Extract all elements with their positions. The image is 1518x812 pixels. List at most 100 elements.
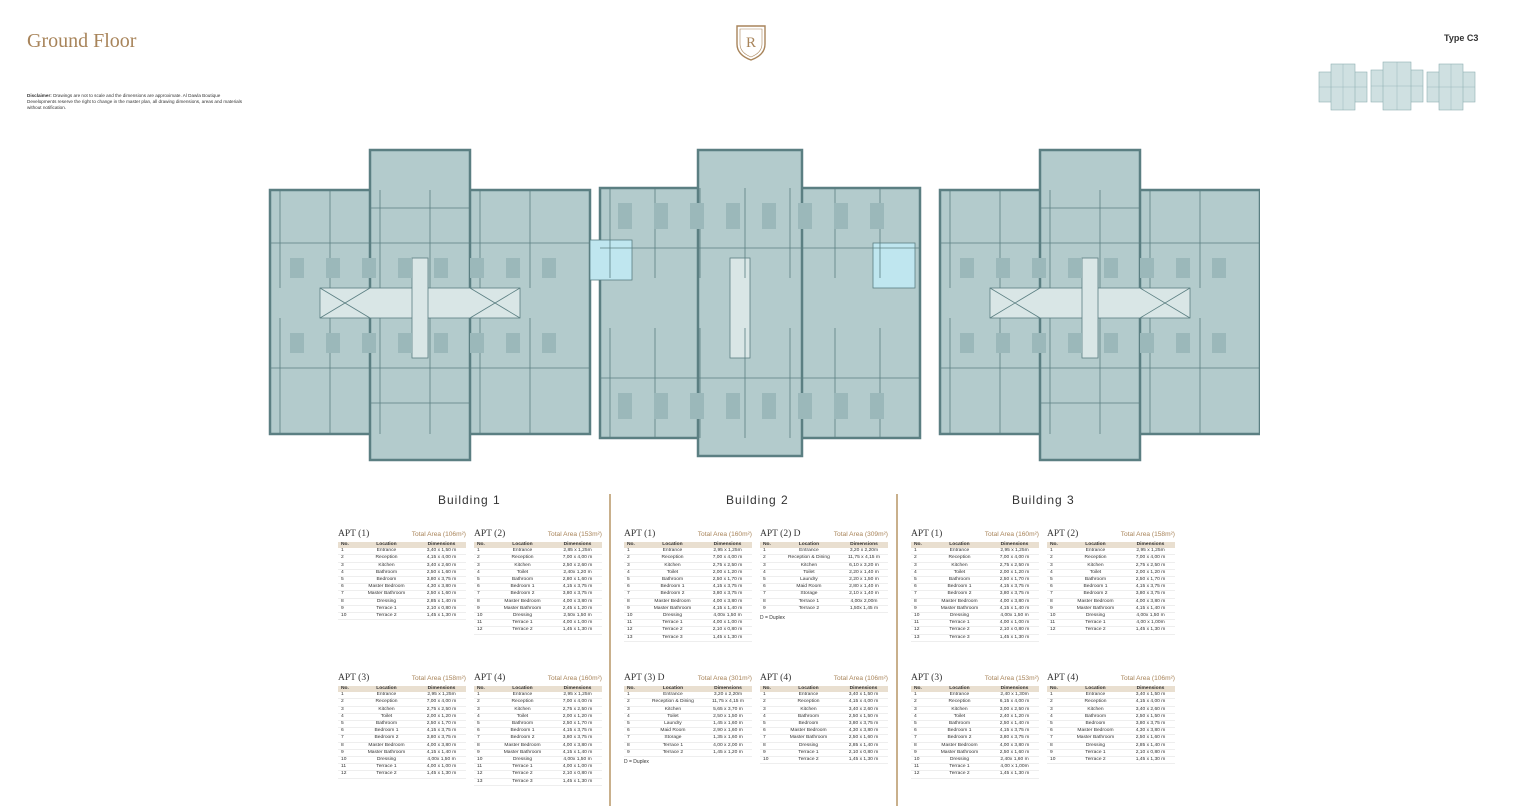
table-cell: Master Bedroom: [355, 742, 418, 750]
table-cell: 2,20 x 1,40 m: [839, 569, 888, 578]
plan-furniture: [654, 203, 668, 229]
table-cell: Terrace 2: [355, 612, 418, 621]
table-cell: 3,40 x 2,60 m: [417, 562, 466, 570]
table-cell: 11,75 x 4,15 m: [703, 698, 752, 707]
table-cell: Terrace 2: [641, 626, 704, 635]
apartment-header: APT (1) Total Area (160m²): [911, 529, 1039, 542]
apartment-header: APT (3) D Total Area (301m²): [624, 673, 752, 686]
plan-furniture: [290, 333, 304, 353]
plan-furniture: [654, 393, 668, 419]
table-cell: Kitchen: [641, 562, 704, 570]
table-cell: 12: [1047, 626, 1065, 635]
table-cell: 7: [760, 734, 778, 743]
table-cell: Reception: [491, 554, 554, 563]
table-cell: 6: [338, 583, 356, 592]
table-cell: Bedroom 1: [641, 583, 704, 592]
table-cell: 3,80 x 3,75 m: [1126, 590, 1175, 599]
table-cell: 7,00 x 4,00 m: [1126, 554, 1175, 563]
table-cell: 4: [911, 569, 929, 578]
table-cell: 10: [911, 612, 929, 621]
column-header: Location: [512, 542, 533, 547]
table-cell: 2,80 x 1,60 m: [553, 576, 602, 585]
plan-furniture: [996, 258, 1010, 278]
table-cell: 3,20 x 2,20m: [839, 548, 888, 556]
table-cell: 3,40 x 1,50 m: [1126, 692, 1175, 700]
table-cell: 4,15 x 3,75 m: [990, 727, 1039, 736]
table-cell: 2,40 x 1,30m: [990, 692, 1039, 700]
table-cell: Maid Room: [641, 727, 704, 736]
table-cell: 2,40x 1,20 m: [553, 569, 602, 578]
table-cell: 4,30 x 3,80 m: [839, 727, 888, 736]
table-cell: 10: [1047, 612, 1065, 621]
table-cell: Terrace 2: [777, 756, 840, 765]
apartment-name: APT (2): [474, 529, 506, 539]
table-cell: Terrace 3: [641, 634, 704, 642]
table-cell: Bedroom 2: [491, 734, 554, 743]
table-cell: Laundry: [641, 720, 704, 729]
plan-furniture: [398, 258, 412, 278]
table-cell: 3: [338, 706, 356, 714]
table-cell: 4,15 x 3,75 m: [703, 583, 752, 592]
table-cell: 3: [760, 562, 778, 570]
table-cell: 1: [760, 548, 778, 556]
plan-furniture: [1104, 258, 1118, 278]
table-cell: Bedroom 1: [1064, 583, 1127, 592]
table-cell: 4,00 x 1,00 m: [990, 619, 1039, 628]
table-cell: 4,15 x 3,75 m: [990, 583, 1039, 592]
table-cell: 2,20 x 1,50 m: [839, 576, 888, 585]
table-cell: Terrace 2: [491, 626, 554, 635]
disclaimer-text: Drawings are not to scale and the dimens…: [27, 93, 242, 110]
table-cell: 4,00x 1,50 m: [703, 612, 752, 621]
plan-furniture: [1068, 258, 1082, 278]
plan-furniture: [690, 393, 704, 419]
table-cell: 3,80 x 3,75 m: [417, 734, 466, 743]
column-header: No.: [627, 542, 635, 547]
table-cell: 5: [338, 576, 356, 585]
table-cell: Bedroom 1: [491, 583, 554, 592]
table-cell: 5: [624, 576, 642, 585]
column-header: Dimensions: [1000, 542, 1029, 547]
table-cell: 6: [624, 727, 642, 736]
table-cell: Kitchen: [1064, 562, 1127, 570]
table-cell: 4: [338, 713, 356, 722]
column-header: Location: [662, 542, 683, 547]
table-cell: 3: [911, 706, 929, 714]
table-cell: 2: [760, 554, 778, 563]
table-cell: 4,30 x 3,80 m: [1126, 727, 1175, 736]
apartment-name: APT (4): [1047, 673, 1079, 683]
table-cell: 4,00 x 3,80 m: [703, 598, 752, 606]
table-cell: 2,10 x 1,40 m: [839, 590, 888, 599]
plan-furniture: [1212, 258, 1226, 278]
table-cell: 2: [760, 698, 778, 707]
table-cell: 2,50 x 1,70 m: [703, 576, 752, 585]
table-cell: 7: [911, 590, 929, 599]
plan-pool: [872, 242, 916, 289]
apartment-name: APT (3): [338, 673, 370, 683]
table-cell: 1,45 x 1,60 m: [703, 720, 752, 729]
